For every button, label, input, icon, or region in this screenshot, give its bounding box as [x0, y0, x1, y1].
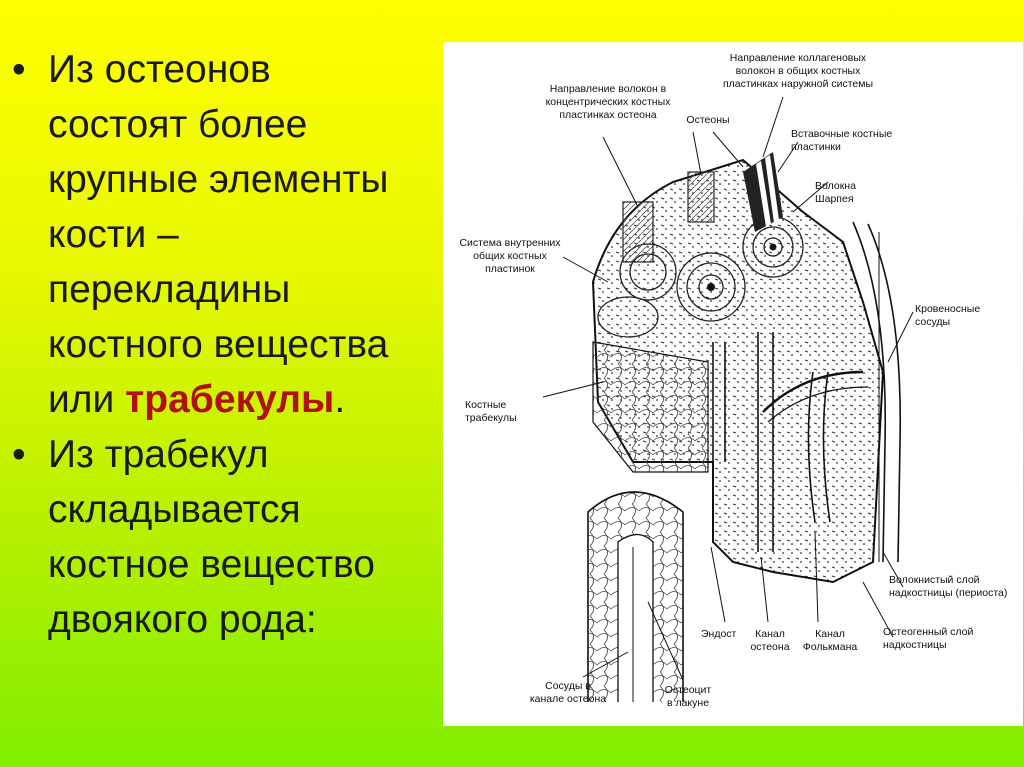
bullet-marker: • [12, 433, 26, 476]
osteon-columns [622, 171, 715, 263]
label-blood-vessels: Кровеносные сосуды [915, 303, 981, 328]
lamellae-stripes [743, 152, 783, 232]
bullet-item-1: • Из остеонов состоят более крупные элем… [12, 42, 452, 427]
label-endosteum: Эндост [701, 628, 737, 640]
bullet-text-1-main: Из остеонов состоят более крупные элемен… [48, 48, 389, 421]
bullet-text-2: Из трабекул складывается костное веществ… [48, 433, 375, 641]
bone-drawing [542, 96, 914, 702]
bone-structure-diagram: Направление волокон в концентрических ко… [443, 42, 1023, 726]
periosteum [762, 221, 902, 563]
highlight-term: трабекулы [125, 378, 335, 421]
bullet-marker: • [12, 48, 26, 91]
label-interstitial-plates: Вставочные костные пластинки [791, 128, 893, 153]
bullet-list: • Из остеонов состоят более крупные элем… [12, 42, 452, 647]
haversian-canals [712, 332, 831, 552]
label-vessels-in-canal: Сосуды в канале остеона [529, 680, 607, 705]
label-osteons: Остеоны [686, 114, 730, 126]
trabecular-bone [592, 341, 709, 473]
label-osteon-canal: Канал остеона [750, 628, 790, 653]
label-fibrous-layer: Волокнистый слой надкостницы (периоста) [889, 574, 1008, 599]
label-volkmann-canal: Канал Фолькмана [802, 628, 858, 653]
label-osteogenic-layer: Остеогенный слой надкостницы [883, 626, 974, 651]
label-fiber-direction-osteon: Направление волокон в концентрических ко… [545, 83, 671, 121]
bullet-text-1: Из остеонов состоят более крупные элемен… [48, 42, 388, 427]
osteon-detail-inset [587, 491, 684, 702]
bullet-item-2: • Из трабекул складывается костное вещес… [12, 427, 452, 647]
label-collagen-direction: Направление коллагеновых волокон в общих… [722, 52, 874, 90]
label-sharpey-fibers: Волокна Шарпея [815, 180, 856, 205]
label-trabeculae: Костные трабекулы [465, 399, 517, 424]
label-osteocyte: Остеоцит в лакуне [664, 684, 712, 709]
leader-lines [542, 96, 914, 681]
bullet-text-1-end: . [334, 378, 346, 421]
label-inner-system: Система внутренних общих костных пластин… [459, 237, 561, 275]
